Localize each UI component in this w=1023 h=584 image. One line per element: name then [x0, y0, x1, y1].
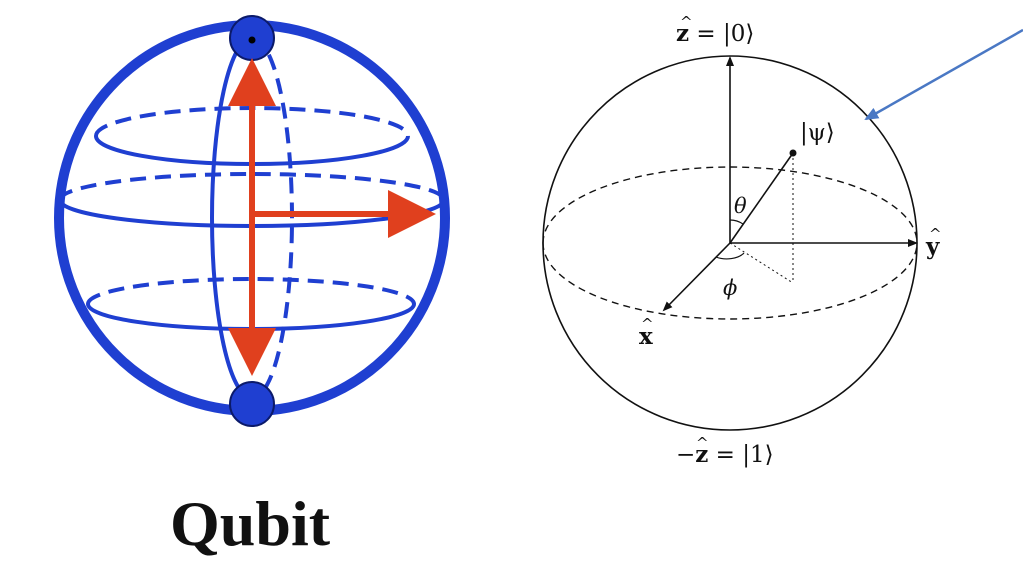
latitude-lower-back	[86, 277, 416, 305]
theta-label: θ	[734, 194, 747, 218]
equator-front	[542, 242, 918, 320]
latitude-middle-back	[58, 172, 446, 201]
svg-text:−z = |1⟩: −z = |1⟩	[676, 441, 774, 468]
svg-text:^: ^	[641, 315, 654, 333]
z-plus-label: z = |0⟩ ^	[676, 13, 754, 47]
phi-arc	[715, 252, 745, 260]
meridian-back	[251, 36, 294, 400]
south-pole-dot	[229, 381, 275, 427]
meridian-front	[210, 36, 253, 400]
x-axis-arrow	[662, 242, 731, 312]
svg-text:^: ^	[696, 434, 709, 452]
svg-text:y: y	[925, 233, 940, 260]
phi-label: ϕ	[723, 276, 737, 300]
projection-ground	[729, 242, 794, 284]
bloch-sphere: z = |0⟩ ^ −z = |1⟩ ^ x ^ y ^ |ψ⟩ θ ϕ	[542, 13, 942, 468]
svg-text:^: ^	[929, 225, 942, 243]
y-axis-label: y ^	[925, 225, 942, 260]
x-axis-label: x ^	[639, 315, 654, 350]
z-minus-label: −z = |1⟩ ^	[676, 434, 774, 468]
svg-text:x: x	[639, 323, 653, 350]
svg-text:z = |0⟩: z = |0⟩	[676, 20, 754, 47]
north-pole-center	[248, 36, 256, 44]
svg-text:^: ^	[680, 13, 693, 31]
qubit-sphere	[54, 15, 450, 427]
psi-label: |ψ⟩	[800, 120, 835, 146]
qubit-title: Qubit	[169, 488, 331, 559]
theta-arc	[729, 219, 744, 225]
equator-back	[542, 166, 918, 244]
pointer-arrow	[864, 28, 1023, 121]
psi-vector	[729, 152, 794, 244]
